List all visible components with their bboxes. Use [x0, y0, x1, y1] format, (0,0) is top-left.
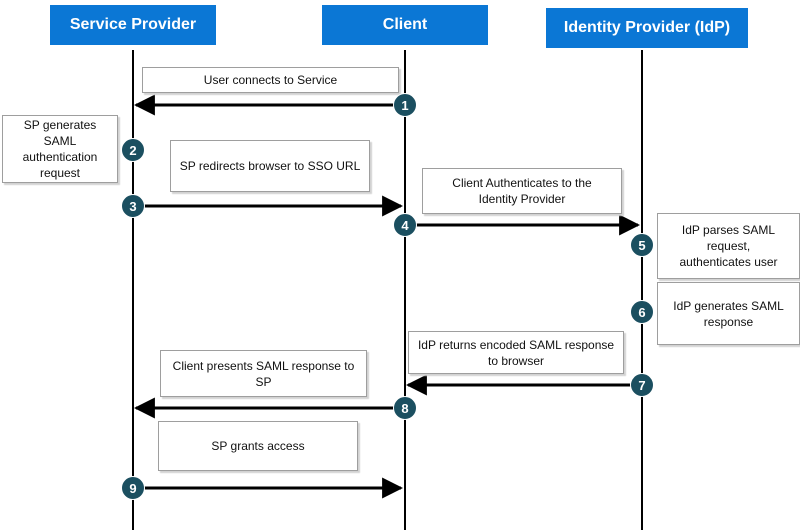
- step-badge-7: 7: [630, 373, 654, 397]
- step-badge-2: 2: [121, 138, 145, 162]
- note-step-5: IdP parses SAML request, authenticates u…: [657, 213, 800, 279]
- note-step-8: Client presents SAML response to SP: [160, 350, 367, 397]
- note-sp-redirect: SP redirects browser to SSO URL: [170, 140, 370, 192]
- note-step-7: IdP returns encoded SAML response to bro…: [408, 331, 624, 374]
- note-step-6: IdP generates SAML response: [657, 282, 800, 345]
- step-badge-4: 4: [393, 213, 417, 237]
- actor-idp: Identity Provider (IdP): [546, 8, 748, 48]
- note-sp-grants-access: SP grants access: [158, 421, 358, 471]
- step-badge-6: 6: [630, 300, 654, 324]
- actor-service-provider: Service Provider: [50, 5, 216, 45]
- note-step-4: Client Authenticates to the Identity Pro…: [422, 168, 622, 214]
- note-step-2: SP generates SAML authentication request: [2, 115, 118, 183]
- step-badge-9: 9: [121, 476, 145, 500]
- step-badge-8: 8: [393, 396, 417, 420]
- step-badge-5: 5: [630, 233, 654, 257]
- step-badge-3: 3: [121, 194, 145, 218]
- actor-client: Client: [322, 5, 488, 45]
- note-step-1: User connects to Service: [142, 67, 399, 93]
- step-badge-1: 1: [393, 93, 417, 117]
